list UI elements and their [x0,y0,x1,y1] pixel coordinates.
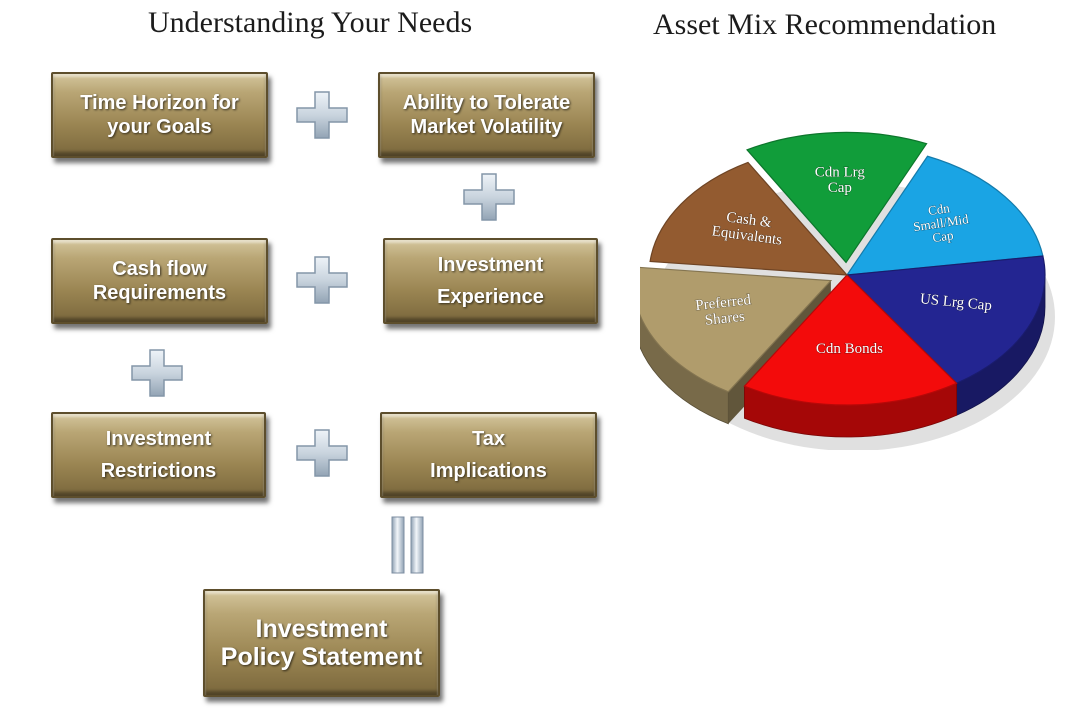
left-heading: Understanding Your Needs [148,6,473,39]
tax-implications-box: Tax Implications [380,412,597,498]
pie-label-us-lrg-cap: US Lrg Cap [919,291,992,314]
pie-label-line: Shares [704,309,746,329]
pie-label-line: Cash & [725,209,772,231]
pie-slice-cdn-bonds [743,274,958,406]
right-heading: Asset Mix Recommendation [653,8,997,41]
policy-statement-box: Investment Policy Statement [203,589,440,697]
plus-icon [296,91,348,139]
plus-icon [131,349,183,397]
equals-icon [391,516,424,574]
plus-icon [463,173,515,221]
plus-icon [296,429,348,477]
pie-slice-preferred-shares [640,266,833,393]
pie-label-line: Cdn Bonds [816,341,883,357]
pie-label-line: US Lrg Cap [919,291,992,314]
cash-flow-box: Cash flow Requirements [51,238,268,324]
pie-slice-cdn-small-mid-cap [845,155,1044,276]
pie-label-line: Cdn Lrg [815,164,866,180]
pie-label-cdn-small-mid-cap: CdnSmall/MidCap [910,198,972,248]
ability-tolerate-box: Ability to Tolerate Market Volatility [378,72,595,158]
pie-label-line: Cap [931,227,954,245]
pie-slice-us-lrg-cap [845,255,1046,384]
pie-label-line: Preferred [695,292,753,314]
time-horizon-box: Time Horizon for your Goals [51,72,268,158]
pie-slice-cash-equivalents [649,161,849,276]
investment-experience-box: Investment Experience [383,238,598,324]
pie-label-cdn-bonds: Cdn Bonds [816,341,883,357]
pie-label-line: Cap [828,180,852,196]
pie-label-line: Cdn [927,200,951,218]
investment-restrictions-box: Investment Restrictions [51,412,266,498]
pie-slice-cdn-lrg-cap [746,131,928,264]
plus-icon [296,256,348,304]
pie-label-preferred-shares: PreferredShares [695,292,754,330]
